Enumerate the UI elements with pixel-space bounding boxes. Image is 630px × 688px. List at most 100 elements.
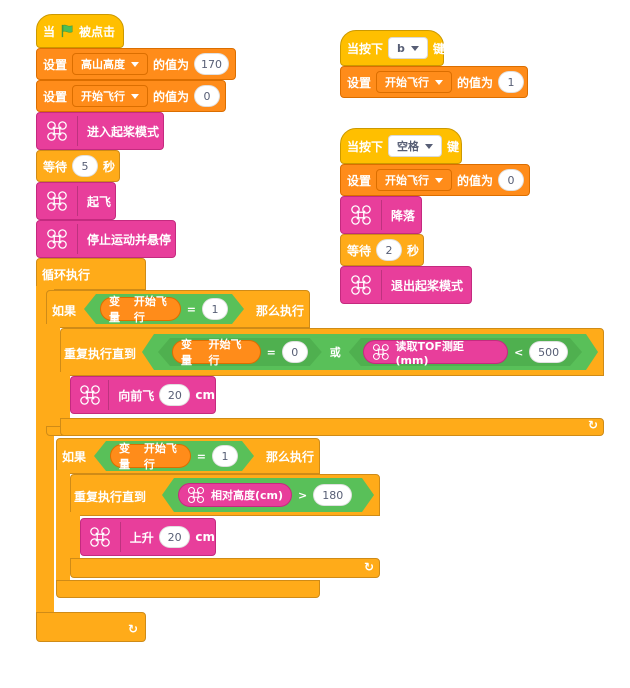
variable-name: 开始飞行 [385,174,430,187]
set-start-flight-block[interactable]: 设置 开始飞行 的值为 1 [340,66,528,98]
seconds-input[interactable]: 5 [72,155,99,177]
equals-condition[interactable]: 变量开始飞行 = 0 [158,338,322,366]
variable-reporter[interactable]: 变量开始飞行 [100,297,181,321]
if-block-2[interactable]: 如果 变量开始飞行 = 1 那么执行 [56,438,320,598]
repeat-footer [70,558,380,578]
move-forward-block[interactable]: 向前飞 20 cm [70,376,216,414]
key-suffix-label: 键 [432,41,445,56]
stop-and-hover-block[interactable]: 停止运动并悬停 [36,220,176,258]
variable-label: 变量 [109,295,120,324]
equals-sign: = [186,302,196,316]
if-block-1[interactable]: 如果 变量开始飞行 = 1 那么执行 [46,290,610,436]
distance-input[interactable]: 20 [158,526,191,548]
repeat-arm [60,372,70,422]
set-start-flight-block[interactable]: 设置 开始飞行 的值为 0 [36,80,226,112]
less-than-condition[interactable]: 读取TOF测距 (mm) < 500 [349,338,582,366]
block-label: 上升 [129,530,154,545]
drone-icon [81,522,121,552]
variable-dropdown[interactable]: 开始飞行 [376,71,453,93]
less-than-sign: < [514,345,524,359]
equals-condition[interactable]: 变量开始飞行 = 1 [94,441,254,471]
wait-label: 等待 [347,243,372,258]
key-name: 空格 [397,140,420,153]
ascend-block[interactable]: 上升 20 cm [80,518,216,556]
variable-label: 变量 [119,442,130,471]
variable-dropdown[interactable]: 高山高度 [72,53,149,75]
tof-distance-reporter[interactable]: 读取TOF测距 (mm) [363,340,508,364]
wait-seconds-block[interactable]: 等待 5 秒 [36,150,120,182]
unit-label: cm [195,530,215,544]
value-input[interactable]: 500 [529,341,568,363]
seconds-input[interactable]: 2 [376,239,403,261]
set-label: 设置 [43,89,68,104]
value-input[interactable]: 1 [212,445,238,467]
drone-icon [71,380,110,410]
land-block[interactable]: 降落 [340,196,422,234]
loop-arrow-icon: ↻ [363,560,374,574]
value-input[interactable]: 1 [498,71,525,93]
greater-than-condition[interactable]: 相对高度(cm) > 180 [162,478,374,512]
reporter-label: 读取TOF测距 (mm) [395,339,464,367]
value-input[interactable]: 0 [282,341,308,363]
distance-input[interactable]: 20 [159,384,191,406]
value-input[interactable]: 1 [202,298,228,320]
wait-label: 等待 [43,159,68,174]
unit-label: cm [195,388,215,402]
or-condition[interactable]: 变量开始飞行 = 0 或 读取TOF测距 (mm) < 500 [142,334,598,370]
repeat-until-block-1[interactable]: ↻ 重复执行直到 变量开始飞行 = 0 或 读取TOF测距 (mm) < 500 [60,328,604,436]
set-start-flight-block[interactable]: 设置 开始飞行 的值为 0 [340,164,530,196]
equals-condition[interactable]: 变量开始飞行 = 1 [84,294,244,324]
hat-when-flag-clicked[interactable]: 当 被点击 [36,14,124,48]
hat-when-key-b-pressed[interactable]: 当按下 b 键 [340,30,445,66]
set-label: 设置 [347,75,372,90]
green-flag-icon [60,24,74,38]
block-label: 向前飞 [118,388,155,403]
block-label: 退出起桨模式 [391,278,464,293]
relative-height-reporter[interactable]: 相对高度(cm) [178,483,292,507]
key-dropdown[interactable]: b [388,37,428,59]
value-input[interactable]: 0 [194,85,221,107]
value-input[interactable]: 180 [313,484,352,506]
block-label: 起飞 [87,194,112,209]
drone-icon [372,343,390,361]
value-of-label: 的值为 [457,75,494,90]
loop-arrow-icon: ↻ [128,622,139,636]
variable-label: 变量 [181,338,192,367]
hat-when-key-space-pressed[interactable]: 当按下 空格 键 [340,128,462,164]
value-of-label: 的值为 [153,89,190,104]
takeoff-block[interactable]: 起飞 [36,182,116,220]
loop-arrow-icon: ↻ [587,418,598,432]
repeat-footer [60,418,604,436]
wait-seconds-block[interactable]: 等待 2 秒 [340,234,424,266]
equals-sign: = [196,449,206,463]
drone-icon [341,270,382,300]
value-input[interactable]: 170 [194,53,229,75]
hat-clicked-label: 被点击 [79,24,116,39]
then-label: 那么执行 [256,304,305,318]
block-label: 降落 [391,208,416,223]
variable-dropdown[interactable]: 开始飞行 [376,169,453,191]
value-input[interactable]: 0 [498,169,525,191]
hat-when-label: 当 [43,24,56,39]
chevron-down-icon [131,61,140,67]
exit-paddle-mode-block[interactable]: 退出起桨模式 [340,266,472,304]
then-label: 那么执行 [266,450,315,464]
variable-reporter[interactable]: 变量开始飞行 [110,444,191,468]
reporter-label: 相对高度(cm) [211,489,284,502]
repeat-arm [70,512,80,562]
or-label: 或 [329,346,341,359]
enter-paddle-mode-block[interactable]: 进入起桨模式 [36,112,164,150]
variable-dropdown[interactable]: 开始飞行 [72,85,149,107]
equals-sign: = [266,345,276,359]
repeat-until-block-2[interactable]: ↻ 重复执行直到 相对高度(cm) > 180 [70,474,380,578]
chevron-down-icon [410,45,419,51]
variable-name: 开始飞行 [385,76,430,89]
seconds-unit: 秒 [103,159,116,174]
variable-name: 开始飞行 [81,90,126,103]
drone-icon [37,186,78,216]
variable-reporter[interactable]: 变量开始飞行 [172,340,261,364]
value-of-label: 的值为 [153,57,190,72]
set-altitude-block[interactable]: 设置 高山高度 的值为 170 [36,48,236,80]
seconds-unit: 秒 [407,243,420,258]
key-dropdown[interactable]: 空格 [388,135,443,157]
